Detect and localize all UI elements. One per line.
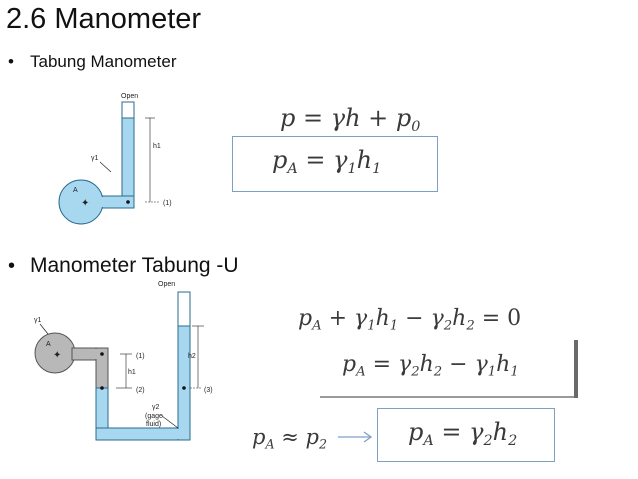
point-A-marker-2: ✦ bbox=[53, 350, 61, 361]
equation-5-left: pA ≈ p2 bbox=[252, 425, 327, 452]
connector-fill bbox=[98, 197, 124, 207]
equation-4: pA = γ2h2 − γ1h1 bbox=[342, 352, 519, 380]
bullet-text-2: Manometer Tabung -U bbox=[30, 254, 239, 277]
equation-4-bracket bbox=[320, 396, 578, 398]
fluid-label: fluid) bbox=[146, 421, 161, 428]
equation-4-bracket-right bbox=[574, 340, 578, 398]
slide-title: 2.6 Manometer bbox=[6, 3, 202, 35]
equation-5-right: pA = γ2h2 bbox=[408, 418, 518, 450]
piezometer-figure: Open A ✦ γ1 h1 (1) bbox=[58, 93, 172, 225]
label-2: (2) bbox=[136, 387, 145, 394]
gage-label: (gage bbox=[145, 413, 163, 420]
gamma1-label-2: γ1 bbox=[34, 317, 42, 324]
point-A-marker: ✦ bbox=[81, 198, 89, 209]
gamma2-label: γ2 bbox=[152, 404, 160, 411]
tube-empty bbox=[121, 101, 135, 119]
h1-label-2: h1 bbox=[128, 369, 136, 376]
h1-label: h1 bbox=[153, 143, 161, 150]
label-3: (3) bbox=[204, 387, 213, 394]
equation-3: pA + γ1h1 − γ2h2 = 0 bbox=[298, 306, 522, 334]
u-tube-manometer-figure: Open A ✦ γ1 h1 (1) (2) (3) h2 γ2 (gage f… bbox=[34, 281, 213, 441]
bullet-dot: • bbox=[8, 52, 14, 71]
arrow-icon bbox=[338, 431, 373, 443]
point-A-label-2: A bbox=[46, 341, 51, 348]
point-A-label: A bbox=[73, 187, 78, 194]
bullet-tabung-manometer: • Tabung Manometer bbox=[8, 52, 176, 72]
equation-2-box bbox=[232, 136, 438, 192]
open-label: Open bbox=[121, 93, 138, 100]
gamma1-label: γ1 bbox=[91, 155, 99, 162]
right-leg-fluid bbox=[177, 325, 191, 441]
equation-1: p = γh + p0 bbox=[280, 104, 421, 136]
bullet-manometer-tabung-u: • Manometer Tabung -U bbox=[8, 254, 239, 278]
h2-label: h2 bbox=[188, 353, 196, 360]
bullet-text-1: Tabung Manometer bbox=[30, 52, 177, 71]
open-label-2: Open bbox=[158, 281, 175, 288]
tube-fluid bbox=[121, 117, 135, 209]
bullet-dot-2: • bbox=[8, 255, 16, 277]
equation-5-box bbox=[377, 408, 555, 462]
equation-2: pA = γ1h1 bbox=[272, 146, 382, 178]
point-1-label: (1) bbox=[163, 200, 172, 207]
label-1: (1) bbox=[136, 353, 145, 360]
